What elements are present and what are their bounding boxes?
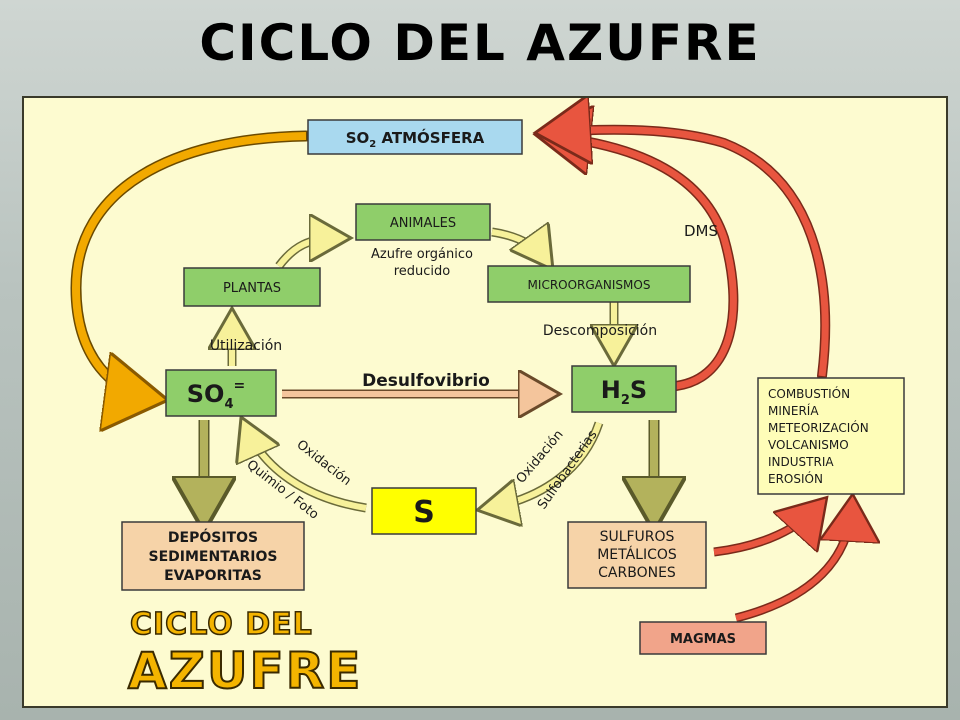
svg-text:SULFUROS: SULFUROS: [600, 529, 675, 545]
node-fuentes: COMBUSTIÓN MINERÍA METEORIZACIÓN VOLCANI…: [757, 377, 905, 495]
arrow-h2s-to-so2: [544, 131, 739, 391]
svg-text:MINERÍA: MINERÍA: [768, 403, 819, 418]
svg-text:MICROORGANISMOS: MICROORGANISMOS: [528, 278, 651, 292]
svg-text:CARBONES: CARBONES: [598, 565, 676, 581]
node-microorganismos: MICROORGANISMOS: [487, 265, 691, 303]
sulfur-cycle-diagram: SO2 ATMÓSFERA ANIMALES Azufre orgánico r…: [70, 98, 905, 701]
svg-text:INDUSTRIA: INDUSTRIA: [768, 455, 834, 469]
svg-text:S: S: [413, 495, 435, 530]
svg-text:PLANTAS: PLANTAS: [223, 281, 281, 296]
node-s: S: [371, 487, 477, 535]
svg-text:SEDIMENTARIOS: SEDIMENTARIOS: [149, 549, 278, 565]
node-depositos: DEPÓSITOS SEDIMENTARIOS EVAPORITAS: [121, 521, 305, 591]
svg-text:SO2 ATMÓSFERA: SO2 ATMÓSFERA: [346, 128, 485, 150]
label-dms: DMS: [684, 222, 718, 240]
diagram-panel: SO2 ATMÓSFERA ANIMALES Azufre orgánico r…: [22, 96, 948, 708]
label-desulfovibrio: Desulfovibrio: [362, 371, 490, 391]
label-azufre-organico: Azufre orgánico: [371, 247, 473, 262]
label-oxidacion-left: Oxidación: [294, 437, 354, 489]
node-animales: ANIMALES: [355, 203, 491, 241]
svg-text:DEPÓSITOS: DEPÓSITOS: [168, 528, 258, 546]
svg-text:CICLO DEL: CICLO DEL: [130, 607, 313, 642]
node-h2s: H2S: [571, 365, 677, 413]
svg-text:SO4=: SO4=: [187, 378, 245, 412]
node-sulfuros: SULFUROS METÁLICOS CARBONES: [567, 521, 707, 589]
label-reducido: reducido: [394, 264, 451, 279]
logo-ciclo-del-azufre: CICLO DEL AZUFRE: [127, 606, 362, 701]
arrow-so2-to-so4: [70, 130, 312, 404]
svg-text:COMBUSTIÓN: COMBUSTIÓN: [768, 386, 850, 401]
svg-text:ANIMALES: ANIMALES: [390, 216, 456, 231]
arrow-sulfuros-to-fuentes: [713, 502, 823, 557]
label-descomposicion: Descomposición: [543, 323, 657, 339]
svg-text:AZUFRE: AZUFRE: [128, 642, 362, 700]
svg-text:VOLCANISMO: VOLCANISMO: [768, 438, 849, 452]
node-magmas: MAGMAS: [639, 621, 767, 655]
svg-text:EROSIÓN: EROSIÓN: [768, 471, 823, 486]
label-utilizacion: Utilización: [210, 338, 282, 354]
node-plantas: PLANTAS: [183, 267, 321, 307]
node-so4: SO4=: [165, 369, 277, 417]
svg-text:MAGMAS: MAGMAS: [670, 632, 736, 647]
svg-text:METEORIZACIÓN: METEORIZACIÓN: [768, 420, 869, 435]
svg-text:H2S: H2S: [601, 376, 647, 408]
svg-text:METÁLICOS: METÁLICOS: [597, 546, 677, 563]
slide-title: CICLO DEL AZUFRE: [199, 14, 761, 72]
svg-text:EVAPORITAS: EVAPORITAS: [164, 568, 262, 584]
node-so2-atmosfera: SO2 ATMÓSFERA: [307, 119, 523, 155]
arrow-fuentes-to-so2: [544, 124, 831, 381]
